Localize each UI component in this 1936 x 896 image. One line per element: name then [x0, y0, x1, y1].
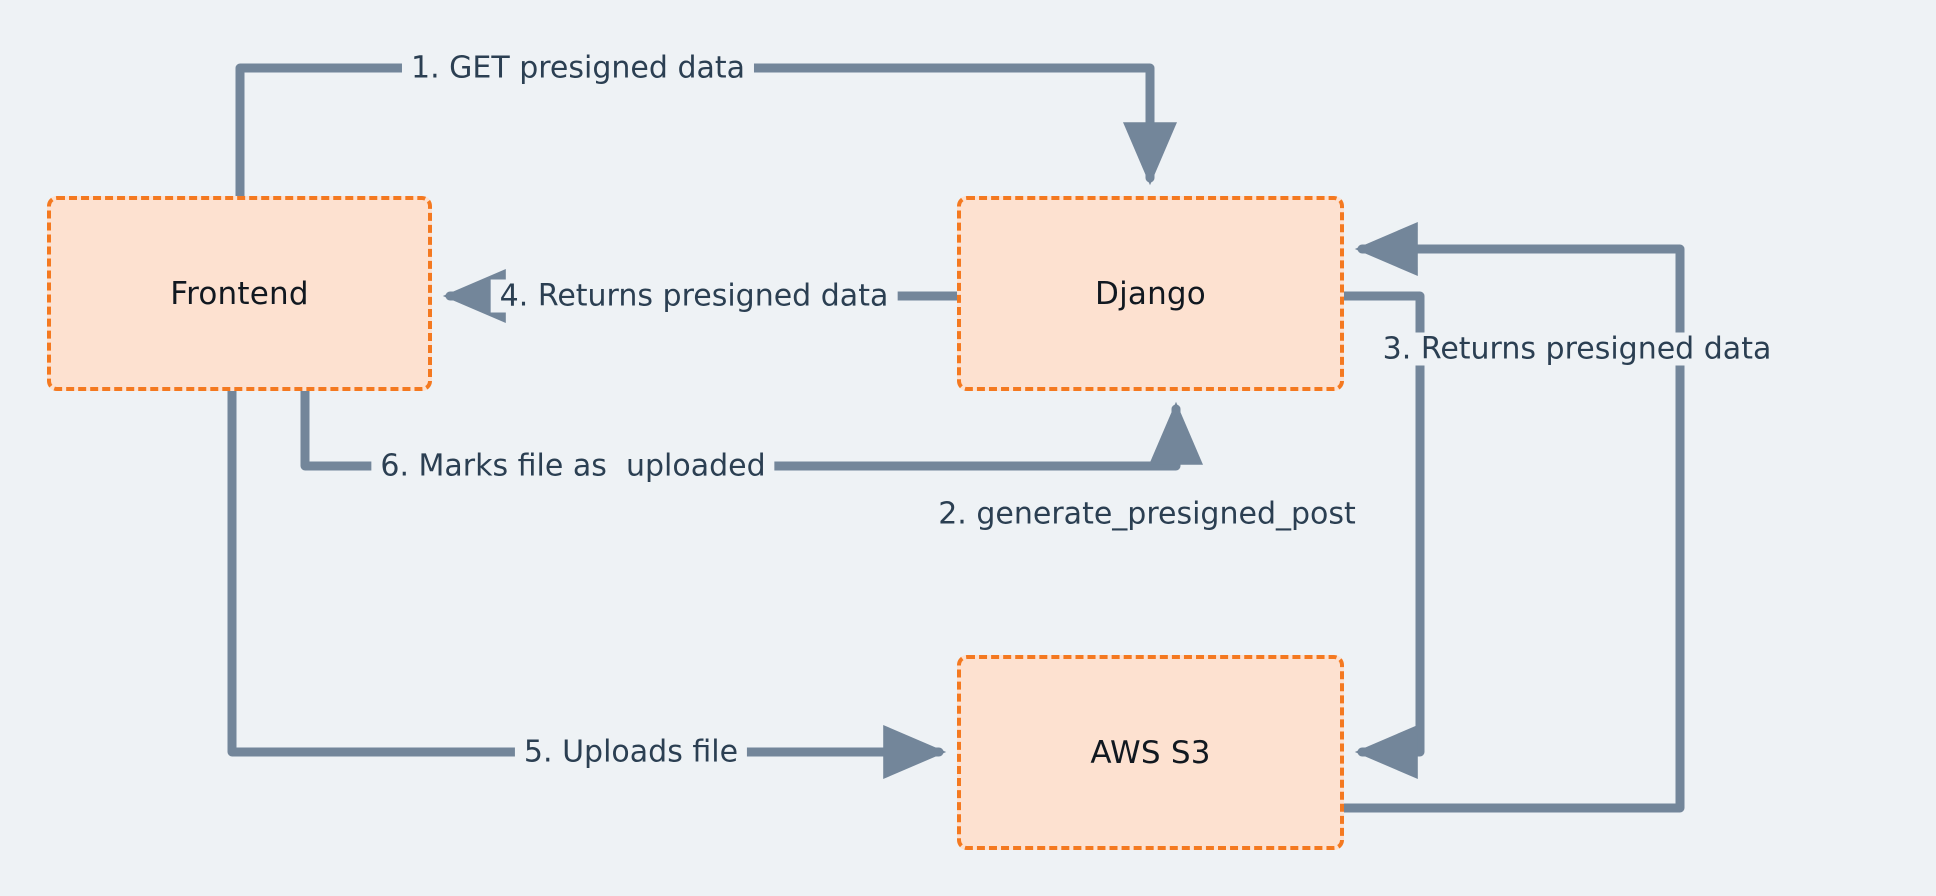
node-frontend[interactable]: Frontend: [47, 196, 432, 391]
node-django[interactable]: Django: [957, 196, 1344, 391]
edge-path-1: [235, 63, 1177, 201]
edge-label-3: 3. Returns presigned data: [1373, 332, 1781, 366]
edge-label-5: 5. Uploads file: [514, 735, 748, 769]
edge-path-3: [1339, 222, 1685, 813]
edge-label-2: 2. generate_presigned_post: [929, 497, 1365, 531]
edge-label-6: 6. Marks file as uploaded: [371, 449, 775, 483]
edge-label-1: 1. GET presigned data: [401, 51, 755, 85]
edge-path-2: [1339, 291, 1425, 779]
node-label-django: Django: [1095, 275, 1206, 312]
node-aws-s3[interactable]: AWS S3: [957, 655, 1344, 850]
edge-label-4: 4. Returns presigned data: [490, 279, 898, 313]
node-label-aws-s3: AWS S3: [1090, 734, 1211, 771]
node-label-frontend: Frontend: [170, 275, 309, 312]
edge-path-5: [227, 386, 947, 779]
